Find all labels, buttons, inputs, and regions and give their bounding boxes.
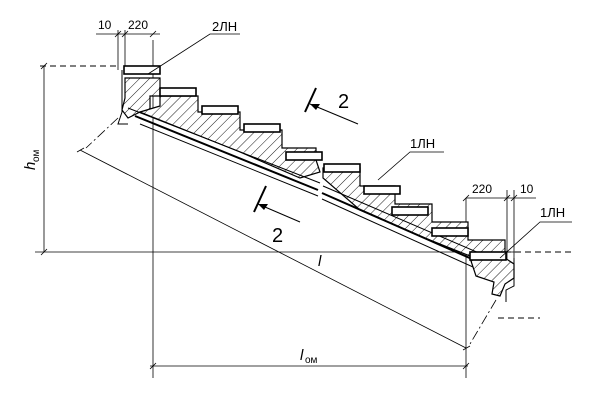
stringer-bottom-line: [134, 115, 319, 191]
callout-leaders: [147, 33, 572, 259]
leader-top-plate: [147, 33, 240, 75]
section-label-upper: 2: [338, 91, 349, 113]
dim-height-h-om: h ом: [22, 149, 42, 170]
reference-lines: [35, 30, 572, 378]
section-cut-upper: [304, 87, 317, 113]
span-om-dim-tick: [149, 362, 470, 370]
tread-plate: [363, 185, 401, 195]
section-marks: [253, 87, 359, 223]
bottom-support-block: [469, 257, 515, 297]
tread-plate: [323, 163, 361, 173]
dim-top-tread: 220: [128, 18, 148, 32]
tread-plate: [159, 87, 197, 97]
stringer-bottom-line-2: [321, 192, 498, 271]
span-extension-bottom: [469, 299, 497, 345]
dim-top-gap: 10: [98, 18, 112, 32]
tread-plate: [123, 65, 161, 75]
dim-span-l: l: [318, 253, 322, 270]
stringer-underside: [139, 123, 494, 277]
span-dim-line: [79, 149, 467, 349]
tread-plate: [201, 105, 239, 115]
bottom-dim-tick: [462, 194, 518, 202]
callout-middle-plate: 1ЛН: [410, 136, 435, 151]
span-extension-top: [85, 117, 119, 149]
dim-bottom-tread: 220: [472, 182, 492, 196]
tread-plate: [431, 227, 469, 237]
height-dim-tick: [40, 62, 48, 256]
tread-plates: [123, 65, 507, 261]
tread-plate: [243, 123, 281, 133]
dimension-lines: [40, 30, 540, 370]
tread-plate: [469, 251, 507, 261]
leader-bottom-plate: [499, 221, 572, 259]
tread-plate: [391, 206, 429, 216]
section-label-lower: 2: [272, 225, 283, 247]
dim-height-sub: ом: [31, 149, 42, 162]
dim-bottom-gap: 10: [520, 182, 534, 196]
labels: 10 220 2ЛН 1ЛН 220 10 1ЛН 2 2 l l ом h о…: [22, 18, 565, 366]
dim-span-l-om-main: l: [300, 347, 304, 364]
section-cut-lower: [253, 185, 267, 213]
section-arrowhead-lower: [258, 204, 268, 210]
dim-height-main: h: [22, 162, 39, 170]
stringer-top-line-2: [322, 185, 501, 263]
top-dim-tick: [114, 30, 157, 38]
section-arrowhead-upper: [310, 104, 320, 110]
bottom-support-outline: [505, 258, 515, 302]
section-arrow-upper: [309, 103, 359, 125]
top-support-outline: [117, 70, 128, 125]
callout-top-plate: 2ЛН: [212, 19, 237, 34]
leader-middle-plate: [377, 151, 444, 181]
dim-span-l-om: l ом: [300, 347, 318, 366]
tread-plate: [285, 151, 323, 161]
stringer-top-line: [127, 107, 321, 184]
callout-bottom-plate: 1ЛН: [540, 205, 565, 220]
dim-span-l-om-sub: ом: [305, 355, 318, 366]
span-dim-tick: [76, 147, 471, 351]
